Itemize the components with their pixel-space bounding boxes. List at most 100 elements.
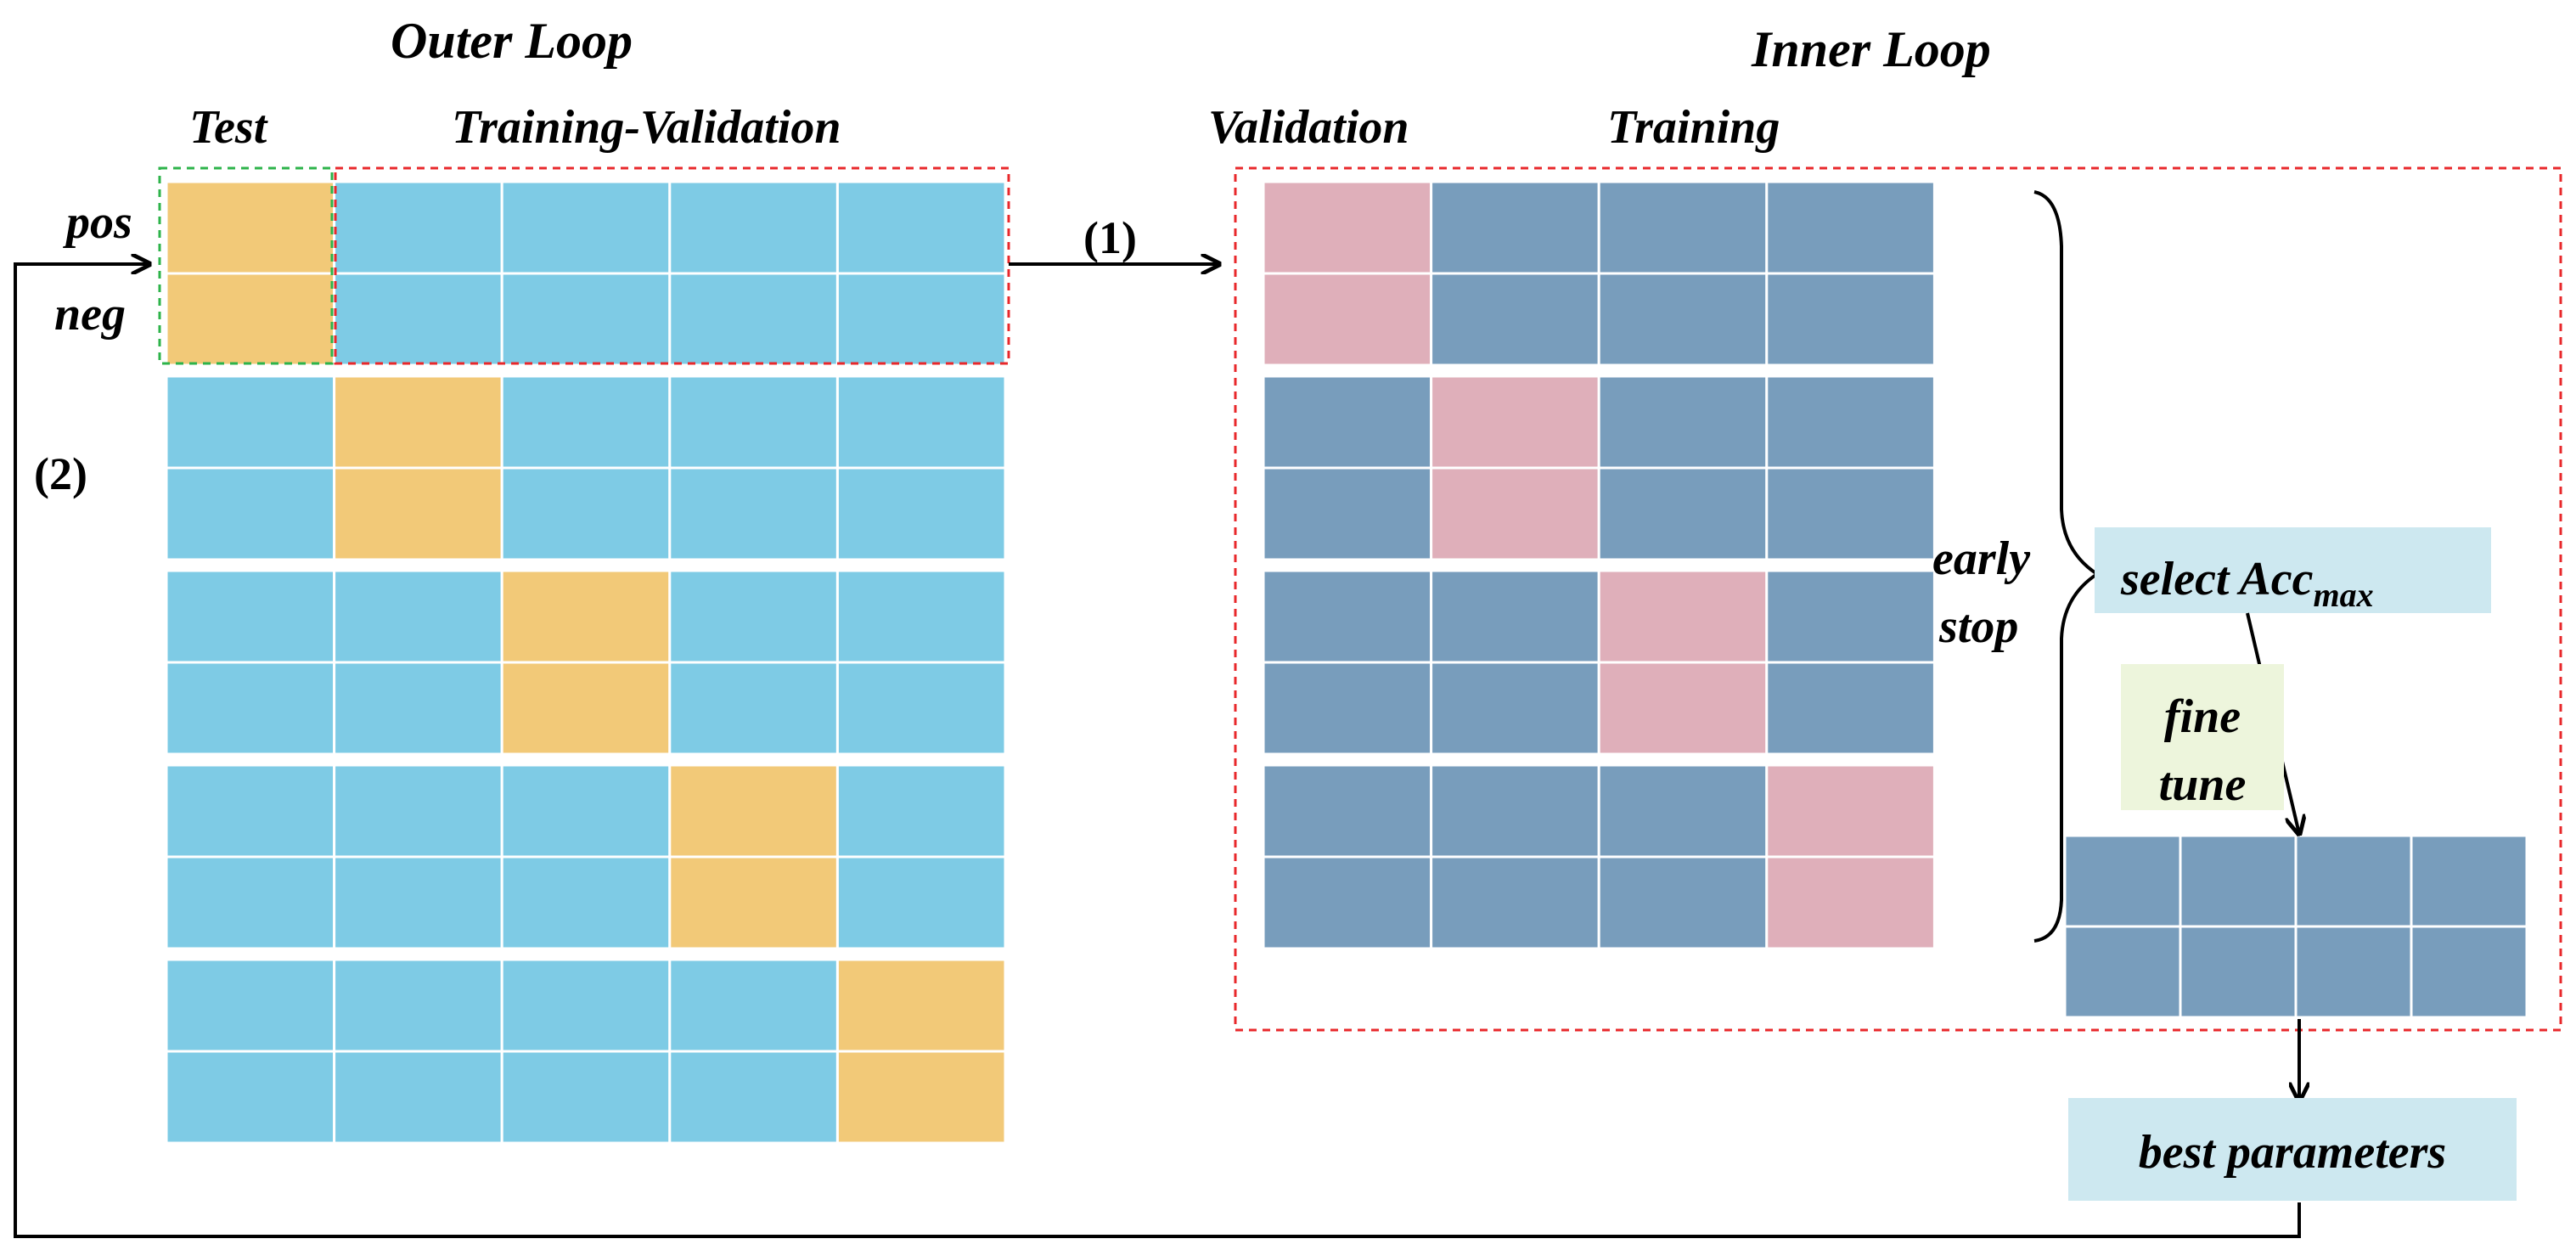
outer-fold-5-cell	[835, 958, 1007, 1053]
test-label: Test	[189, 101, 268, 154]
outer-fold-3-cell	[333, 569, 503, 664]
inner-fold-1-cell	[1765, 180, 1936, 275]
outer-fold-2-cell	[500, 374, 672, 470]
outer-fold-5-cell	[835, 1050, 1007, 1145]
outer-fold-5-cell	[500, 958, 672, 1053]
inner-fold-4-cell	[1597, 855, 1769, 950]
inner-fold-4-cell	[1430, 855, 1600, 950]
final-model-cell	[2179, 834, 2298, 928]
outer-fold-2-cell	[835, 466, 1007, 561]
inner-fold-3-cell	[1430, 569, 1600, 664]
outer-loop-grid	[165, 180, 1007, 1145]
test-fold-highlight	[158, 166, 334, 365]
outer-fold-4-cell	[165, 763, 336, 859]
inner-fold-3-cell	[1262, 569, 1433, 664]
inner-fold-2-cell	[1430, 466, 1600, 561]
inner-fold-3-cell	[1597, 569, 1769, 664]
final-model-cell	[2294, 834, 2413, 928]
outer-fold-4-cell	[500, 763, 672, 859]
select-accmax-text: select Accmax	[2120, 553, 2374, 614]
outer-fold-5-cell	[165, 1050, 336, 1145]
inner-loop-grid	[1262, 180, 1936, 950]
best-parameters-box	[2068, 1098, 2517, 1201]
outer-fold-1-cell	[333, 180, 503, 275]
inner-fold-3-cell	[1262, 661, 1433, 756]
outer-fold-3-cell	[835, 661, 1007, 756]
outer-fold-4-cell	[835, 763, 1007, 859]
inner-fold-2-cell	[1430, 374, 1600, 470]
step1-label: (1)	[1083, 212, 1137, 263]
validation-label: Validation	[1208, 101, 1409, 154]
outer-fold-4-cell	[165, 855, 336, 950]
training-validation-label: Training-Validation	[452, 101, 841, 154]
outer-fold-2-cell	[165, 466, 336, 561]
inner-fold-2-cell	[1262, 374, 1433, 470]
outer-fold-3-cell	[165, 661, 336, 756]
inner-fold-1-cell	[1597, 180, 1769, 275]
outer-fold-1-cell	[165, 272, 336, 367]
outer-fold-3-cell	[668, 569, 839, 664]
inner-fold-2-cell	[1597, 374, 1769, 470]
outer-fold-3-cell	[333, 661, 503, 756]
outer-fold-5-cell	[333, 958, 503, 1053]
outer-fold-4-cell	[668, 763, 839, 859]
inner-fold-1-cell	[1430, 180, 1600, 275]
final-model-cell	[2063, 925, 2182, 1019]
best-parameters-text: best parameters	[2139, 1126, 2446, 1179]
outer-fold-2-cell	[333, 374, 503, 470]
outer-fold-1-cell	[835, 272, 1007, 367]
early-stop-brace	[2033, 190, 2101, 943]
outer-fold-2-cell	[835, 374, 1007, 470]
early-stop-label-line1: early	[1932, 532, 2031, 585]
pos-label: pos	[63, 196, 132, 249]
outer-fold-1-cell	[835, 180, 1007, 275]
outer-fold-1-cell	[500, 272, 672, 367]
outer-fold-4-cell	[333, 855, 503, 950]
outer-fold-2-cell	[668, 466, 839, 561]
outer-fold-5-cell	[165, 958, 336, 1053]
inner-fold-2-cell	[1262, 466, 1433, 561]
fine-tune-box	[2121, 664, 2284, 810]
outer-fold-5-cell	[333, 1050, 503, 1145]
step2-label: (2)	[34, 448, 87, 499]
outer-fold-4-cell	[333, 763, 503, 859]
inner-fold-4-cell	[1262, 855, 1433, 950]
inner-fold-4-cell	[1765, 763, 1936, 859]
select-accmax-subscript: max	[2313, 576, 2373, 614]
inner-fold-1-cell	[1765, 272, 1936, 367]
outer-fold-1-cell	[333, 272, 503, 367]
outer-fold-5-cell	[668, 958, 839, 1053]
outer-fold-4-cell	[835, 855, 1007, 950]
inner-fold-4-cell	[1430, 763, 1600, 859]
inner-fold-2-cell	[1765, 466, 1936, 561]
outer-fold-3-cell	[165, 569, 336, 664]
fine-tune-line1: fine	[2164, 690, 2241, 743]
final-model-cell	[2410, 925, 2528, 1019]
final-model-cell	[2410, 834, 2528, 928]
inner-loop-highlight	[1234, 166, 2562, 1032]
outer-fold-4-cell	[668, 855, 839, 950]
outer-fold-3-cell	[668, 661, 839, 756]
outer-fold-2-cell	[500, 466, 672, 561]
final-model-cell	[2294, 925, 2413, 1019]
inner-fold-4-cell	[1765, 855, 1936, 950]
final-model-cell	[2063, 834, 2182, 928]
inner-fold-3-cell	[1430, 661, 1600, 756]
inner-fold-2-cell	[1765, 374, 1936, 470]
training-label: Training	[1607, 101, 1780, 154]
inner-fold-4-cell	[1262, 763, 1433, 859]
outer-fold-5-cell	[500, 1050, 672, 1145]
inner-fold-1-cell	[1262, 180, 1433, 275]
outer-fold-1-cell	[165, 180, 336, 275]
outer-fold-3-cell	[500, 661, 672, 756]
early-stop-label-line2: stop	[1938, 600, 2018, 653]
fine-tuned-model-grid	[2063, 834, 2528, 1019]
inner-fold-1-cell	[1262, 272, 1433, 367]
outer-fold-3-cell	[500, 569, 672, 664]
inner-fold-3-cell	[1597, 661, 1769, 756]
neg-label: neg	[54, 288, 126, 341]
outer-loop-title: Outer Loop	[391, 13, 633, 69]
step2-loop-line	[14, 264, 2301, 1238]
outer-fold-2-cell	[333, 466, 503, 561]
